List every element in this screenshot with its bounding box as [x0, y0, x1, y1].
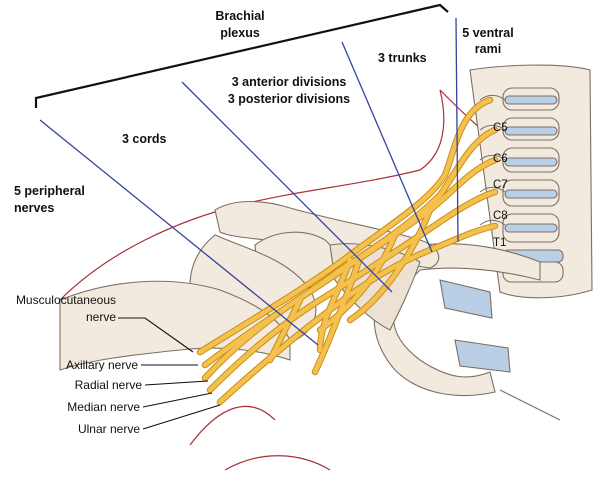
label-ulnar-nerve: Ulnar nerve [78, 422, 140, 436]
pointer-lines [39, 17, 459, 346]
ribs [373, 243, 561, 421]
label-median-nerve: Median nerve [67, 400, 140, 414]
label-axillary-nerve: Axillary nerve [66, 358, 138, 372]
label-radial-nerve: Radial nerve [75, 378, 143, 392]
label-t1: T1 [493, 237, 506, 249]
label-c8: C8 [493, 210, 508, 222]
label-trunks: 3 trunks [378, 51, 427, 65]
label-c7: C7 [493, 179, 508, 191]
label-c5: C5 [493, 122, 508, 134]
label-cords: 3 cords [122, 132, 167, 146]
label-c6: C6 [493, 153, 508, 165]
brachial-plexus-bracket [34, 3, 449, 108]
leader-lines [118, 317, 221, 430]
